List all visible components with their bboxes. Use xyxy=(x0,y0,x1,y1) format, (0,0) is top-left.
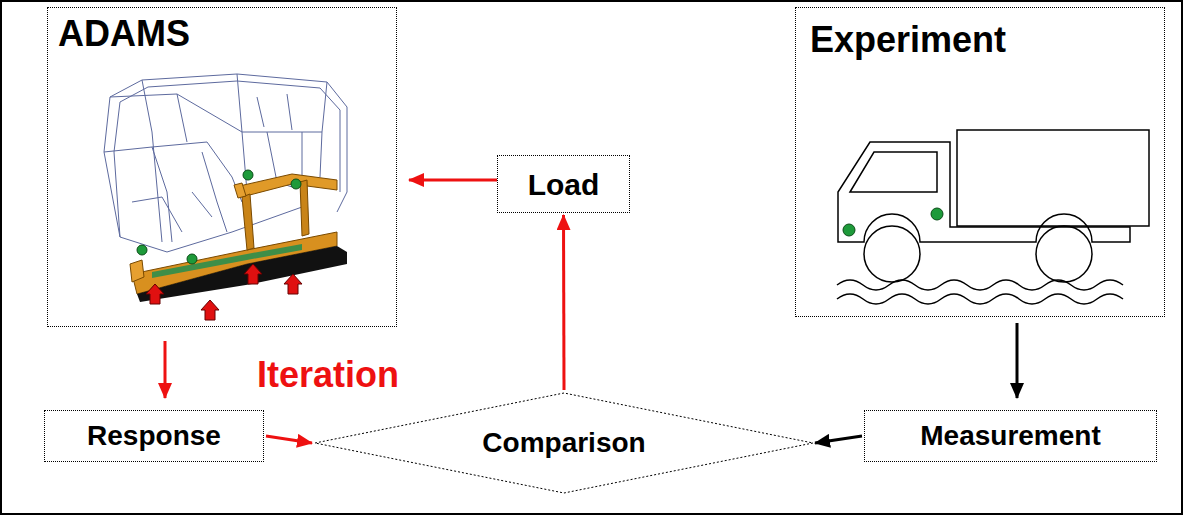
node-label: Comparison xyxy=(482,428,645,459)
node-label: Response xyxy=(87,421,221,452)
process-box: Measurement xyxy=(864,410,1157,462)
flow-arrow xyxy=(266,436,312,443)
panel-heading: Experiment xyxy=(810,20,1150,60)
node-label: Measurement xyxy=(920,421,1101,452)
panel-heading: ADAMS xyxy=(58,14,386,54)
flow-arrow xyxy=(1016,323,1019,398)
flow-arrow xyxy=(409,179,497,182)
flow-arrow xyxy=(164,341,167,398)
experiment-panel: Experiment xyxy=(795,7,1165,317)
process-box: Load xyxy=(497,155,630,213)
flow-arrow xyxy=(562,215,566,390)
node-label: Load xyxy=(528,168,600,201)
decision-diamond: Comparison xyxy=(314,392,814,494)
process-box: Response xyxy=(44,410,264,462)
flow-arrow xyxy=(815,436,862,443)
iteration-label: Iteration xyxy=(257,354,399,396)
adams-model-panel: ADAMS xyxy=(47,7,397,327)
diamond-shape xyxy=(315,393,813,493)
